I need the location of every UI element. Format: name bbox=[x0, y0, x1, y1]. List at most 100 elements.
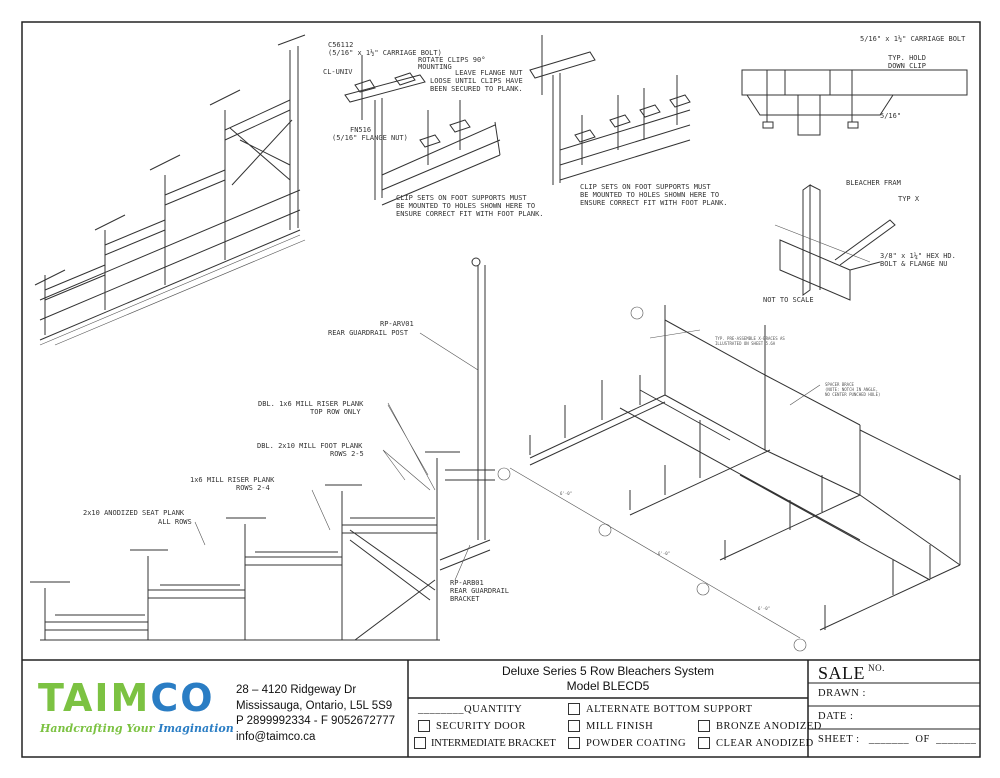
carriage-bolt-label: 5/16" x 1½" CARRIAGE BOLT bbox=[860, 35, 966, 43]
nut-size-label: 5/16" bbox=[880, 112, 901, 120]
quantity-label: QUANTITY bbox=[464, 704, 523, 715]
sheet-number-blank[interactable]: _______ bbox=[868, 734, 910, 745]
foot-plank-label-2: ROWS 2-5 bbox=[330, 450, 364, 458]
sheet-field[interactable]: SHEET : _______ OF _______ bbox=[818, 734, 976, 745]
section-marker bbox=[598, 523, 612, 537]
dbl-riser-plank-label-2: TOP ROW ONLY bbox=[310, 408, 361, 416]
bleacher-frame-label: BLEACHER FRAM bbox=[846, 179, 901, 187]
sale-label: SALE bbox=[818, 663, 865, 683]
spacer-brace-note-2: (NOTE: NOTCH IN ANGLE, bbox=[825, 387, 878, 392]
riser-plank-label-2: ROWS 2-4 bbox=[236, 484, 270, 492]
option-bronze-anodized[interactable]: BRONZE ANODIZED bbox=[698, 720, 822, 732]
dimension-label: 6'-0" bbox=[758, 606, 770, 611]
option-label: ALTERNATE BOTTOM SUPPORT bbox=[586, 703, 753, 715]
company-address: 28 – 4120 Ridgeway Dr Mississauga, Ontar… bbox=[236, 683, 395, 745]
option-label: BRONZE ANODIZED bbox=[716, 720, 822, 732]
option-intermediate-bracket[interactable]: INTERMEDIATE BRACKET bbox=[414, 737, 556, 749]
checkbox[interactable] bbox=[698, 737, 710, 749]
email: info@taimco.ca bbox=[236, 730, 316, 743]
clip-label: CL-UNIV bbox=[323, 68, 353, 76]
spacer-brace-note-3: NO CENTER PUNCHED HOLE) bbox=[825, 392, 880, 397]
checkbox[interactable] bbox=[568, 720, 580, 732]
guardrail-bracket-label-2: REAR GUARDRAIL bbox=[450, 587, 509, 595]
leave-nut-label-2: LOOSE UNTIL CLIPS HAVE bbox=[430, 77, 523, 85]
guardrail-bracket-label: RP-ARB01 bbox=[450, 579, 484, 587]
frame-connection-drawing: BLEACHER FRAM TYP X 3/8" x 1¼" HEX HD. B… bbox=[763, 179, 956, 304]
of-label: OF bbox=[915, 734, 930, 745]
rotate-label: ROTATE CLIPS 90° bbox=[418, 56, 485, 64]
option-label: MILL FINISH bbox=[586, 720, 654, 732]
clip-note-2: BE MOUNTED TO HOLES SHOWN HERE TO bbox=[396, 202, 535, 210]
hold-down-clip-drawing: 5/16" x 1½" CARRIAGE BOLT TYP. HOLD DOWN… bbox=[741, 35, 968, 136]
isometric-layout-drawing: TYP. PRE-ASSEMBLE X-BRACES AS ILLUSTRATE… bbox=[497, 305, 961, 652]
leave-nut-label-3: BEEN SECURED TO PLANK. bbox=[430, 85, 523, 93]
clip-detail-drawing: C56112 (5/16" x 1½" CARRIAGE BOLT) CL-UN… bbox=[323, 41, 544, 218]
guardrail-post-label-2: REAR GUARDRAIL POST bbox=[328, 329, 409, 337]
drawn-field[interactable]: DRAWN : bbox=[818, 688, 866, 699]
option-label: POWDER COATING bbox=[586, 737, 687, 749]
phone-fax: P 2899992334 - F 9052672777 bbox=[236, 715, 396, 727]
quantity-field[interactable]: ________QUANTITY bbox=[418, 704, 522, 715]
taimco-logo: TAIMCO bbox=[38, 676, 215, 720]
logo-blue-text: CO bbox=[150, 676, 215, 720]
date-field[interactable]: DATE : bbox=[818, 711, 854, 722]
spacer-brace-note: SPACER BRACE bbox=[825, 382, 854, 387]
option-mill-finish[interactable]: MILL FINISH bbox=[568, 720, 653, 732]
nut-desc-label: (5/16" FLANGE NUT) bbox=[332, 134, 408, 142]
foot-plank-label: DBL. 2x10 MILL FOOT PLANK bbox=[257, 442, 363, 450]
tagline-text: Handcrafting Your bbox=[40, 722, 155, 735]
clip-note-3: ENSURE CORRECT FIT WITH FOOT PLANK. bbox=[396, 210, 544, 218]
address-line-2: Mississauga, Ontario, L5L 5S9 bbox=[236, 699, 393, 712]
option-security-door[interactable]: SECURITY DOOR bbox=[418, 720, 526, 732]
checkbox[interactable] bbox=[568, 737, 580, 749]
not-to-scale-label: NOT TO SCALE bbox=[763, 296, 814, 304]
option-label: SECURITY DOOR bbox=[436, 720, 526, 732]
model-text: Model BLECD5 bbox=[566, 679, 650, 693]
guardrail-post-label: RP-ARV01 bbox=[380, 320, 414, 328]
rotate-label-2: MOUNTING bbox=[418, 63, 452, 71]
checkbox[interactable] bbox=[698, 720, 710, 732]
title-block-lines bbox=[22, 659, 980, 757]
sheet-label: SHEET : bbox=[818, 734, 860, 745]
quantity-blank[interactable]: ________ bbox=[418, 704, 464, 715]
section-marker bbox=[630, 306, 644, 320]
title-text: Deluxe Series 5 Row Bleachers System bbox=[501, 664, 715, 678]
riser-plank-label: 1x6 MILL RISER PLANK bbox=[190, 476, 275, 484]
sale-no-field[interactable]: SALE NO. bbox=[818, 663, 885, 684]
bolt-desc-label: (5/16" x 1½" CARRIAGE BOLT) bbox=[328, 49, 442, 57]
clip-2-note-1: CLIP SETS ON FOOT SUPPORTS MUST bbox=[580, 183, 711, 191]
guardrail-bracket-label-3: BRACKET bbox=[450, 595, 480, 603]
checkbox[interactable] bbox=[414, 737, 426, 749]
option-powder-coating[interactable]: POWDER COATING bbox=[568, 737, 686, 749]
section-marker bbox=[793, 638, 807, 652]
sheet-total-blank[interactable]: _______ bbox=[936, 734, 977, 745]
section-marker bbox=[696, 582, 710, 596]
drawing-title: Deluxe Series 5 Row Bleachers System Mod… bbox=[408, 664, 808, 694]
seat-plank-label-2: ALL ROWS bbox=[158, 518, 192, 526]
dbl-riser-plank-label: DBL. 1x6 MILL RISER PLANK bbox=[258, 400, 364, 408]
section-marker bbox=[497, 467, 511, 481]
clip-note-1: CLIP SETS ON FOOT SUPPORTS MUST bbox=[396, 194, 527, 202]
checkbox[interactable] bbox=[418, 720, 430, 732]
xbrace-note: TYP. PRE-ASSEMBLE X-BRACES AS bbox=[715, 336, 785, 341]
frame-isometric-drawing bbox=[34, 34, 306, 346]
clip-detail-2-drawing: CLIP SETS ON FOOT SUPPORTS MUST BE MOUNT… bbox=[529, 35, 728, 207]
sheet-border bbox=[21, 21, 981, 758]
leave-nut-label: LEAVE FLANGE NUT bbox=[455, 69, 523, 77]
option-alternate-bottom-support[interactable]: ALTERNATE BOTTOM SUPPORT bbox=[568, 703, 753, 715]
hex-bolt-label: 3/8" x 1¼" HEX HD. bbox=[880, 252, 956, 260]
dimension-label: 6'-0" bbox=[560, 491, 572, 496]
dimension-label: 6'-0" bbox=[658, 551, 670, 556]
logo-green-text: TAIM bbox=[38, 676, 151, 720]
option-clear-anodized[interactable]: CLEAR ANODIZED bbox=[698, 737, 814, 749]
option-label: CLEAR ANODIZED bbox=[716, 737, 814, 749]
clip-2-note-2: BE MOUNTED TO HOLES SHOWN HERE TO bbox=[580, 191, 719, 199]
seat-plank-label: 2x10 ANODIZED SEAT PLANK bbox=[83, 509, 185, 517]
hold-down-clip-label: TYP. HOLD bbox=[888, 54, 926, 62]
checkbox[interactable] bbox=[568, 703, 580, 715]
tagline-text-blue: Imagination bbox=[158, 722, 234, 735]
nut-part-label: FN516 bbox=[350, 126, 371, 134]
tagline: Handcrafting Your Imagination bbox=[40, 722, 234, 735]
